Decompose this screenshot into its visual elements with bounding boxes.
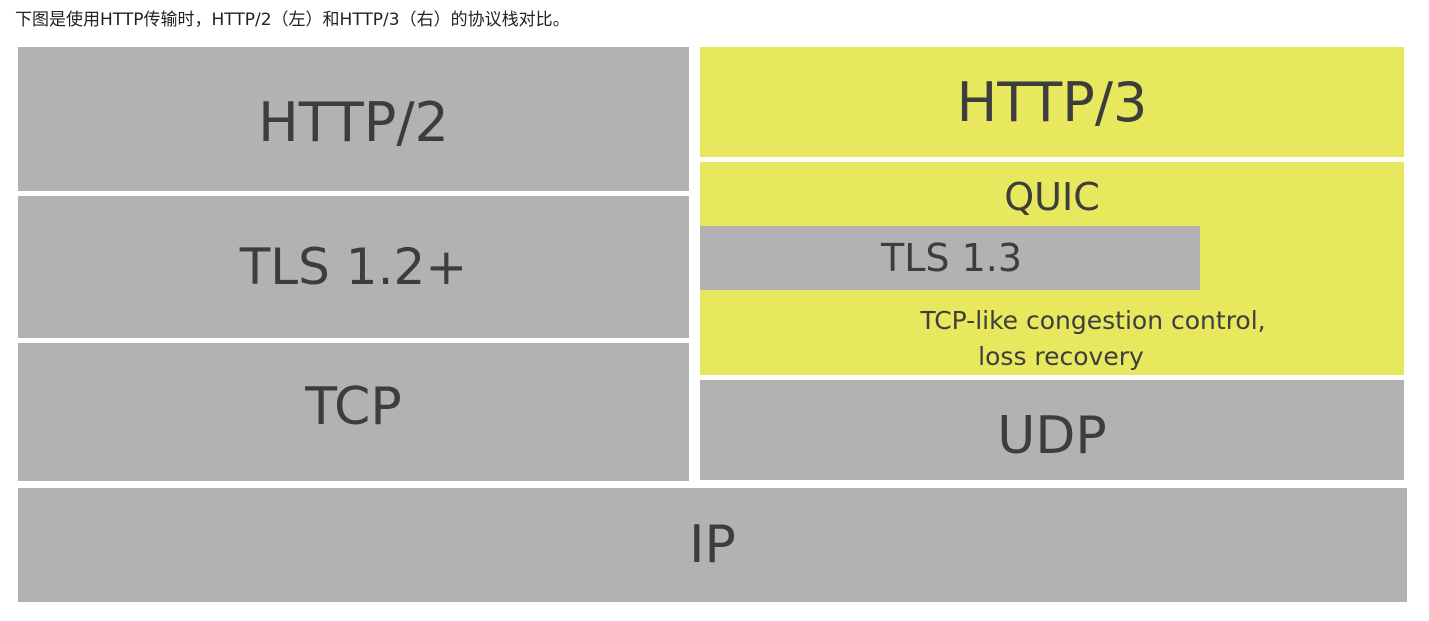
ip-layer: IP [18, 488, 1407, 602]
tls12-layer: TLS 1.2+ [18, 196, 689, 338]
quic-features-text: TCP-like congestion control, loss recove… [700, 303, 1404, 375]
http2-layer: HTTP/2 [18, 47, 689, 191]
http3-layer: HTTP/3 [700, 47, 1404, 157]
quic-layer: QUIC TLS 1.3 TCP-like congestion control… [700, 162, 1404, 375]
quic-feature-line-2: loss recovery [978, 342, 1144, 371]
tcp-layer: TCP [18, 343, 689, 481]
udp-layer: UDP [700, 380, 1404, 480]
tls13-layer: TLS 1.3 [700, 226, 1200, 290]
quic-feature-line-1: TCP-like congestion control, [920, 306, 1266, 335]
quic-label: QUIC [1004, 175, 1100, 219]
caption-text: 下图是使用HTTP传输时，HTTP/2（左）和HTTP/3（右）的协议栈对比。 [15, 10, 570, 30]
